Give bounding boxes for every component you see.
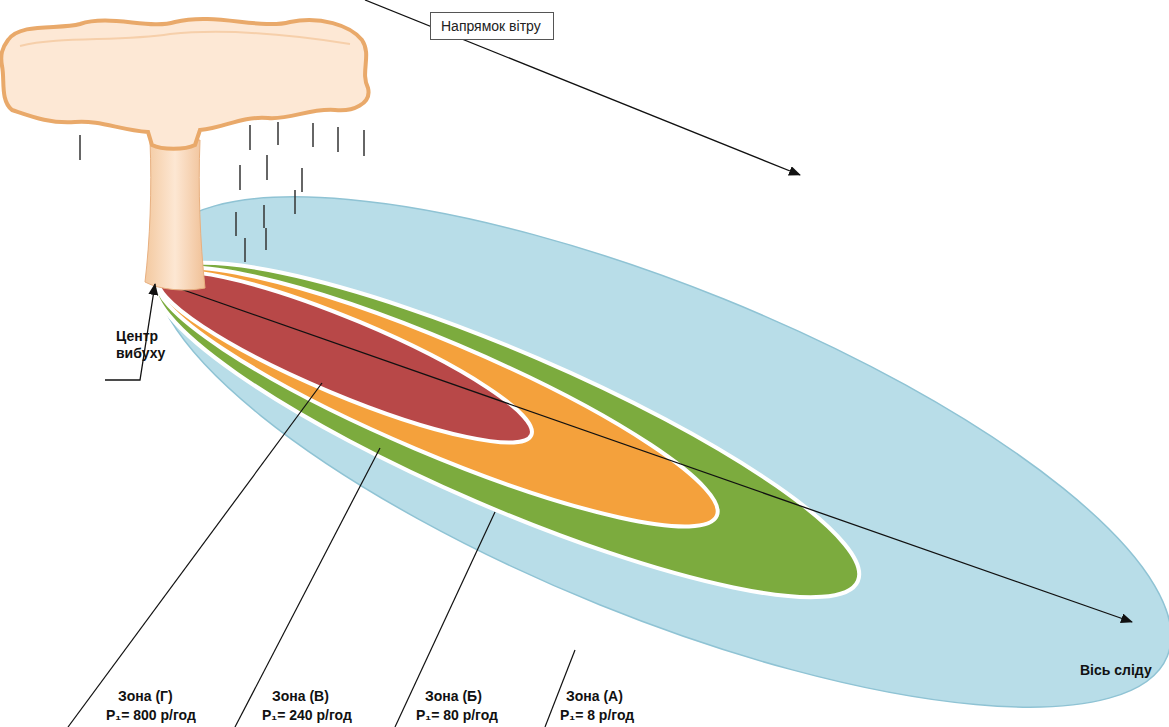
zone-ellipses (95, 95, 1169, 727)
box-text: Напрямок вітру (441, 18, 543, 34)
zone-name: Зона (Г) (118, 688, 173, 704)
dose-rate: P₁= 8 р/год (560, 707, 634, 723)
wind-label-box: Напрямок вітру (430, 12, 554, 40)
fallout-rain (80, 122, 364, 262)
wind-arrow (365, 0, 800, 175)
dose-rate: P₁= 80 р/год (416, 707, 498, 723)
dose-rate: P₁= 800 р/год (106, 707, 196, 723)
dose-rate: P₁= 240 р/год (262, 707, 352, 723)
trace-axis (155, 280, 1132, 622)
zone-leaders (68, 383, 575, 727)
zone-name: Зона (Б) (425, 688, 482, 704)
zone-name: Зона (А) (566, 688, 623, 704)
axis-label: Вісь сліду (1080, 662, 1152, 678)
mushroom-cloud (1, 19, 368, 290)
zone-name: Зона (В) (272, 688, 329, 704)
center-label: Центр вибуху (116, 328, 178, 362)
